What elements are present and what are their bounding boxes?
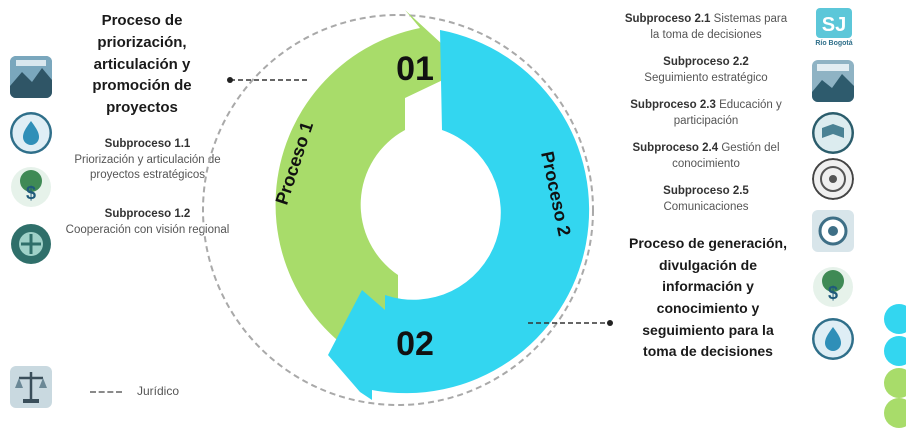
subprocess-2-5-label: Subproceso 2.5 — [663, 185, 749, 197]
subprocess-2-3-label: Subproceso 2.3 — [630, 99, 716, 111]
legal-scales-icon — [10, 366, 52, 408]
logo-caption: Río Bogotá — [815, 40, 853, 47]
process-2-arrow — [328, 30, 590, 400]
legal-legend-label: Jurídico — [137, 384, 180, 398]
water-drop-seal-icon-right — [812, 318, 854, 360]
regional-cooperation-icon — [10, 223, 52, 265]
subprocess-2-1-text: Sistemas para la toma de decisiones — [650, 13, 788, 41]
subprocess-1-1-label: Subproceso 1.1 — [104, 138, 191, 150]
decor-dot-blue-1 — [884, 304, 906, 334]
process-cycle-diagram: 01 02 Proceso 1 Proceso 2 — [202, 10, 613, 406]
subprocess-2-2-label: Subproceso 2.2 — [663, 56, 749, 68]
subprocess-2-3-text: Educación y participación — [673, 99, 782, 127]
subprocess-2-1: Subproceso 2.1 Sistemas para la toma de … — [620, 12, 792, 43]
right-process-title: Proceso de generación, divulgación de in… — [629, 235, 787, 360]
subprocess-2-4-text: Gestión del conocimiento — [672, 142, 780, 170]
subprocess-1-2: Subproceso 1.2 Cooperación con visión re… — [55, 207, 240, 238]
strategic-tracking-icon — [812, 60, 854, 102]
subprocess-2-1-label: Subproceso 2.1 — [624, 13, 711, 25]
subprocess-2-5-text: Comunicaciones — [663, 200, 749, 213]
subprocess-1-2-label: Subproceso 1.2 — [104, 208, 191, 220]
subprocess-2-5: Subproceso 2.5 Comunicaciones — [620, 184, 792, 215]
cycle-outer-dashed-ring — [202, 14, 594, 406]
knowledge-mandala-icon — [812, 158, 854, 200]
left-process-title: Proceso de priorización, articulación y … — [92, 12, 192, 116]
legal-legend-line — [90, 391, 122, 393]
subprocess-2-3: Subproceso 2.3 Educación y participación — [620, 98, 792, 129]
right-connector-dot — [607, 320, 613, 326]
landscape-project-icon — [10, 56, 52, 98]
logo-letters: SJ — [822, 14, 846, 36]
subprocess-2-4-label: Subproceso 2.4 — [632, 142, 719, 154]
subprocess-1-1: Subproceso 1.1 Priorización y articulaci… — [55, 137, 240, 184]
decor-dot-blue-2 — [884, 336, 906, 366]
education-book-icon — [812, 112, 854, 154]
decor-dot-green-2 — [884, 398, 906, 428]
subprocess-2-4: Subproceso 2.4 Gestión del conocimiento — [620, 141, 792, 172]
rio-bogota-logo: SJ Río Bogotá — [810, 6, 858, 56]
money-tree-icon: $ — [10, 166, 52, 208]
svg-text:$: $ — [828, 283, 838, 303]
money-tree-icon-right: $ — [812, 266, 854, 308]
decor-dot-green-1 — [884, 368, 906, 398]
process-1-number: 01 — [396, 50, 434, 88]
subprocess-1-1-text: Priorización y articulación de proyectos… — [74, 153, 221, 182]
subprocess-2-2-text: Seguimiento estratégico — [644, 71, 768, 84]
communications-icon — [812, 210, 854, 252]
process-1-arrow — [275, 10, 468, 375]
left-connector-dot — [227, 77, 233, 83]
water-drop-seal-icon — [10, 112, 52, 154]
process-2-number: 02 — [396, 325, 434, 363]
subprocess-2-2: Subproceso 2.2 Seguimiento estratégico — [620, 55, 792, 86]
svg-text:$: $ — [26, 183, 36, 203]
subprocess-1-2-text: Cooperación con visión regional — [65, 223, 230, 236]
